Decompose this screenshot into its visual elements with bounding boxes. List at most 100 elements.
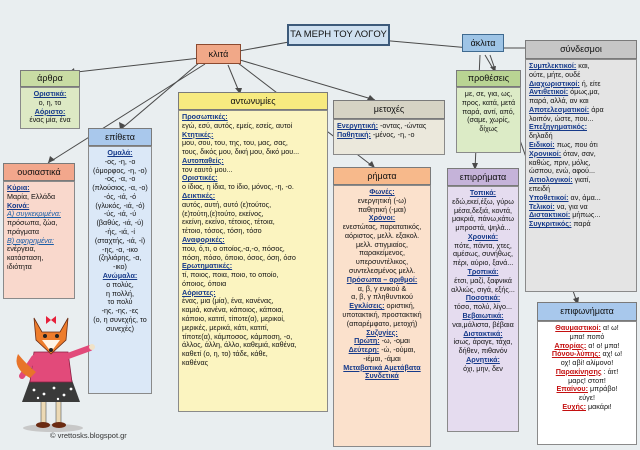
antonymies-line: Αναφορικές: — [182, 234, 324, 245]
epirrimata-line: Τοπικά: — [451, 188, 515, 198]
syndesmoi-header: σύνδεσμοι — [525, 40, 637, 59]
antonymies-line: Προσωπικές: — [182, 112, 324, 122]
example-text: μου, σου, του, της, του, μας, σας, — [182, 138, 288, 148]
rimata-line: Φωνές: — [337, 187, 427, 197]
example-text: όποιος, όποια — [182, 278, 227, 288]
antonymies-header: αντωνυμίες — [178, 92, 328, 110]
epitheta-line: -ης, -α, -ικο — [92, 245, 148, 255]
rimata-header: ρήματα — [333, 167, 431, 185]
example-text: -οντας, -ώντας — [378, 121, 427, 130]
category-label: Διστακτικά: — [463, 328, 503, 338]
example-text: καθένας — [182, 357, 209, 367]
epifonimata-line: Πόνου-λύπης: αχ! ω! — [541, 349, 633, 359]
example-text: (όμορφος, -η, -ο) — [93, 165, 147, 175]
category-label: Βεβαιωτικά: — [462, 310, 504, 320]
category-label: Ευχής: — [562, 402, 586, 412]
category-label: Πρόσωπα – αριθμοί: — [346, 274, 418, 284]
rimata-line: Χρόνοι: — [337, 213, 427, 223]
category-label: Αναφορικές: — [182, 234, 225, 244]
epirrimata-line: εδώ,εκεί,έξω, γύρω — [451, 196, 515, 207]
epitheta-line: -ος, -α, -ο — [92, 174, 148, 184]
category-label: Χρονικοί: — [529, 148, 562, 158]
epifonimata-line: Απορίας: α! ο! μπα! — [541, 340, 633, 351]
example-text: πότε, πάντα, χτες, — [454, 240, 512, 250]
category-label: Ενεργητική: — [337, 121, 379, 130]
rimata-line: -ιέμαι, -άμαι — [337, 354, 427, 364]
rimata-line: ενεργητική (-ω) — [337, 196, 427, 206]
epitheta-line: -ύς, -ιά, -ύ — [92, 210, 148, 219]
arthra-line: ο, η, το — [24, 98, 76, 108]
syndesmoi-line: επειδή — [529, 184, 633, 194]
category-label: Απορίας: — [554, 340, 587, 350]
example-text: παρά, αλλά, αν και — [529, 96, 589, 106]
category-label: Παρακίνησης — [555, 366, 602, 376]
epirrimata-line: Διστακτικά: — [451, 328, 515, 339]
category-label: Αόριστες: — [182, 287, 216, 297]
epirrimata-line: Ποσοτικά: — [451, 293, 515, 303]
example-text: προς, κατά, μετά — [461, 97, 516, 107]
example-text: (ε)τούτη,(ε)τούτο, εκείνος, — [182, 208, 264, 218]
example-text: α, β, γ ενικού & — [357, 283, 407, 293]
arthra-line: ένας μία, ένα — [24, 115, 76, 125]
category-label: Οριστικά: — [33, 89, 67, 98]
epitheta-line: Ανώμαλα: — [92, 271, 148, 281]
epirrimata-line: Τροπικά: — [451, 267, 515, 277]
epirrimata-line: μακριά, πάνω,κάτω — [451, 214, 515, 224]
category-label: Επεξηγηματικός: — [529, 122, 587, 132]
example-text: λοιπόν, ώστε, που... — [529, 113, 594, 123]
rimata-line: Συζυγίες: — [337, 328, 427, 338]
rimata-line: Πρώτη: -ω, -ομαι — [337, 336, 427, 346]
example-text: πρόσωπα, ζώα, — [7, 218, 58, 228]
category-label: Θαυμαστικοί: — [555, 323, 601, 332]
antonymies-line: Αυτοπαθείς: — [182, 155, 324, 166]
example-text: -ής, -ιά, -ί — [105, 227, 135, 237]
antonymies-line: Αόριστες: — [182, 287, 324, 298]
epitheta-line: -ός, -ιά, -ό — [92, 192, 148, 202]
category-label: Τελικοί: — [529, 201, 555, 211]
example-text: αυτός, αυτή, αυτό (ε)τούτος, — [182, 199, 272, 209]
category-label: Υποθετικοί: — [529, 192, 569, 202]
epitheta-line: -ος, -η, -ο — [92, 157, 148, 167]
syndesmoi-line: Αποτελεσματικοί: άρα — [529, 105, 633, 115]
example-text: οριστική, — [384, 301, 415, 311]
category-label: Δεικτικές: — [182, 191, 216, 201]
category-label: Αυτοπαθείς: — [182, 155, 224, 165]
antonymies-line: Κτητικές: — [182, 130, 324, 140]
antonymies-line: Οριστικές: — [182, 174, 324, 183]
example-text: (ο, η συνεχής, το — [93, 314, 147, 324]
subcategory-label: Β) αφηρημένα: — [7, 235, 54, 245]
example-text: -μένος, -η, -ο — [370, 129, 415, 139]
ousiastika-line: κατάσταση, — [7, 253, 71, 263]
epitheta-header: επίθετα — [88, 128, 152, 146]
example-text: δήθεν, πιθανόν — [458, 346, 508, 356]
example-text: τόσο, πολύ, λίγο... — [453, 302, 513, 312]
category-label: Οριστικές: — [182, 173, 218, 183]
category-label: Επαίνου: — [556, 384, 588, 394]
example-text: α, β, γ πληθυντικού — [351, 292, 413, 302]
example-text: παθητική (-μαι) — [357, 204, 407, 214]
example-text: ο ίδιος, η ίδια, το ίδιο, μόνος, -η, -ο. — [182, 182, 294, 192]
example-text: αλλιώς, σιγά, εξής... — [451, 284, 515, 294]
example-text: (γλυκός, -ιά, -ό) — [95, 200, 145, 210]
example-text: ένας μία, ένα — [29, 115, 71, 125]
main-title: ΤΑ ΜΕΡΗ ΤΟΥ ΛΟΓΟΥ — [287, 24, 390, 46]
example-text: -ώ, -ούμαι, — [379, 345, 416, 355]
syndesmoi-line: καθώς, πριν, μόλις, — [529, 157, 633, 168]
example-text: εδώ,εκεί,έξω, γύρω — [452, 196, 514, 206]
epitheta-line: ο πολύς, — [92, 280, 148, 290]
category-label: Συνδετικά — [365, 371, 399, 381]
example-text: καθώς, πριν, μόλις, — [529, 157, 591, 167]
epitheta-line: (βαθύς, -ιά, -ύ) — [92, 218, 148, 228]
category-label: Διστακτικοί: — [529, 210, 571, 220]
example-text: αν, άμα... — [568, 192, 601, 202]
example-text: μελλ. στιγμιαίος, — [356, 239, 408, 249]
protheseis-line: με, σε, για, ως, — [460, 89, 517, 99]
category-label: Αόριστο: — [34, 106, 66, 116]
example-text: μακάρι! — [586, 402, 612, 412]
ousiastika-line: πράγματα — [7, 227, 71, 237]
example-text: α! ω! — [600, 323, 619, 332]
example-text: δίχως — [479, 124, 498, 134]
example-text: τί, ποιος, ποια, ποιο, το οποίο, — [182, 270, 279, 280]
example-text: υποτακτική, προστακτική — [342, 309, 422, 319]
